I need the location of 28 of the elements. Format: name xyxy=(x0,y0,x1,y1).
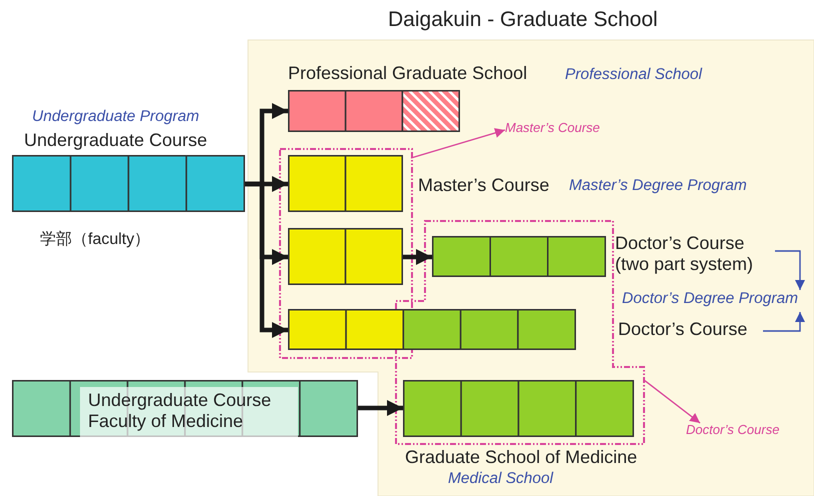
course-bar xyxy=(288,228,403,285)
arrow xyxy=(403,249,432,265)
program-label: Undergraduate Program xyxy=(32,108,200,126)
callout-label: Master’s Course xyxy=(505,121,615,139)
leader-line xyxy=(644,379,700,424)
program-label: Professional School xyxy=(565,66,702,84)
course-title: Master’s Course xyxy=(418,175,550,196)
course-label: Undergraduate Course Faculty of Medicine xyxy=(80,387,298,437)
leader-line xyxy=(410,128,506,159)
arrow xyxy=(763,312,805,332)
program-label: Master’s Degree Program xyxy=(569,177,747,195)
course-title: Doctor’s Course xyxy=(618,319,763,343)
course-title: Professional Graduate School xyxy=(288,63,528,84)
course-bar xyxy=(288,155,403,212)
course-title: Graduate School of Medicine xyxy=(405,447,638,468)
course-title: Undergraduate Course xyxy=(24,130,208,151)
course-bar xyxy=(288,309,576,350)
dashed-outline xyxy=(279,148,411,357)
course-title: Doctor’s Course (two part system) xyxy=(615,233,775,279)
arrow xyxy=(358,400,403,416)
callout-label: Doctor’s Course xyxy=(686,423,796,441)
program-label: Doctor’s Degree Program xyxy=(622,290,814,312)
title: Daigakuin - Graduate School xyxy=(388,8,658,32)
arrow xyxy=(245,182,288,338)
program-label: Medical School xyxy=(448,470,554,488)
arrow xyxy=(775,250,805,290)
faculty-label: 学部（faculty） xyxy=(40,231,150,250)
course-bar xyxy=(432,236,606,277)
